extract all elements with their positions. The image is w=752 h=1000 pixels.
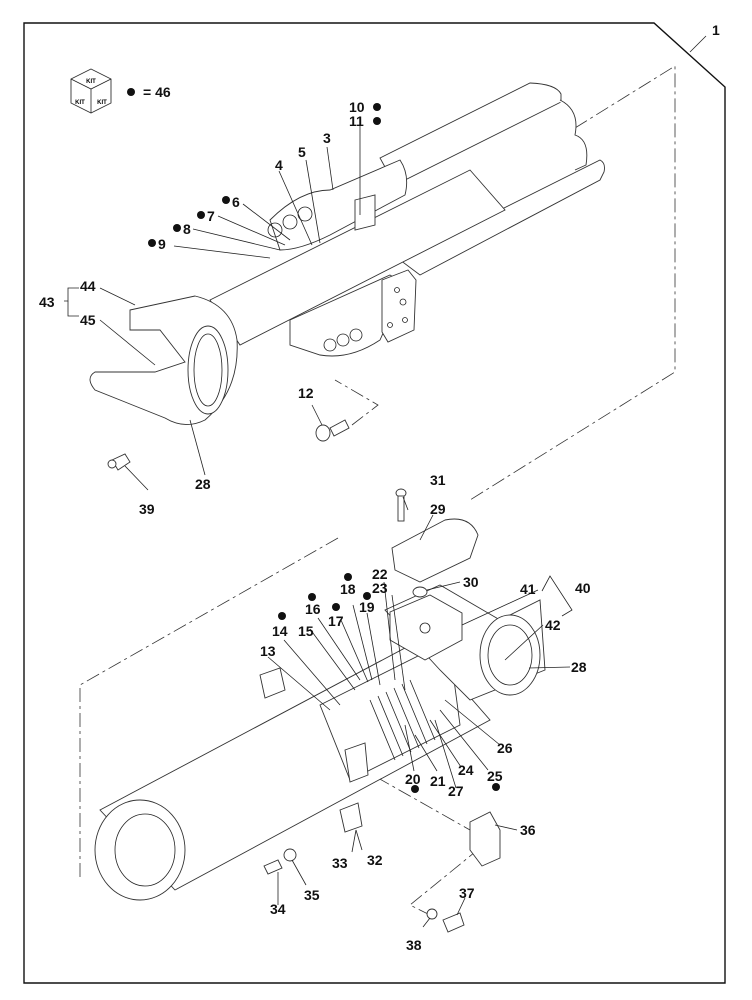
callout-labels: 1 3 4 5 6 7 8 9 10 11 12 13 14 15 16 17 … xyxy=(39,22,720,953)
callout-1: 1 xyxy=(712,22,720,38)
callout-34: 34 xyxy=(270,901,286,917)
kit-bullet-9 xyxy=(148,239,156,247)
callout-27: 27 xyxy=(448,783,464,799)
callout-35: 35 xyxy=(304,887,320,903)
callout-10: 10 xyxy=(349,99,365,115)
callout-7: 7 xyxy=(207,208,215,224)
callout-37: 37 xyxy=(459,885,475,901)
callout-22: 22 xyxy=(372,566,388,582)
bolt-31 xyxy=(395,488,407,522)
piston-rod-assembly xyxy=(89,65,676,501)
callout-26: 26 xyxy=(497,740,513,756)
callout-40: 40 xyxy=(575,580,591,596)
callout-6: 6 xyxy=(232,194,240,210)
bracket-36 xyxy=(469,811,501,867)
kit-icon: KIT KIT KIT xyxy=(70,68,112,114)
kit-bullet-11 xyxy=(373,117,381,125)
bolt-12 xyxy=(315,419,350,442)
callout-11: 11 xyxy=(349,113,364,129)
kit-icon-right-text: KIT xyxy=(97,100,107,106)
bolt-34 xyxy=(263,859,283,875)
callout-21: 21 xyxy=(430,773,446,789)
callout-4: 4 xyxy=(275,157,283,173)
callout-33: 33 xyxy=(332,855,348,871)
callout-24: 24 xyxy=(458,762,474,778)
callout-20: 20 xyxy=(405,771,421,787)
callout-9: 9 xyxy=(158,236,166,252)
kit-bullet-icon xyxy=(127,88,135,96)
callout-14: 14 xyxy=(272,623,288,639)
callout-41: 41 xyxy=(520,581,536,597)
kit-bullet-18 xyxy=(344,573,352,581)
callout-18: 18 xyxy=(340,581,356,597)
kit-bullet-20 xyxy=(411,785,419,793)
callout-28-upper: 28 xyxy=(195,476,211,492)
kit-icon-left-text: KIT xyxy=(75,100,85,106)
callout-29: 29 xyxy=(430,501,446,517)
kit-bullet-6 xyxy=(222,196,230,204)
callout-28-lower: 28 xyxy=(571,659,587,675)
kit-bullet-19 xyxy=(363,592,371,600)
washer-38 xyxy=(426,908,438,920)
kit-bullet-17 xyxy=(332,603,340,611)
kit-bullet-8 xyxy=(173,224,181,232)
kit-bullet-14 xyxy=(278,612,286,620)
kit-bullet-16 xyxy=(308,593,316,601)
kit-legend-label: = 46 xyxy=(143,84,171,100)
kit-bullet-10 xyxy=(373,103,381,111)
callout-30: 30 xyxy=(463,574,479,590)
callout-36: 36 xyxy=(520,822,536,838)
callout-25: 25 xyxy=(487,768,503,784)
cylinder-tube-assembly xyxy=(79,488,546,933)
callout-13: 13 xyxy=(260,643,276,659)
o-ring-30 xyxy=(412,586,428,598)
callout-31: 31 xyxy=(430,472,446,488)
callout-19: 19 xyxy=(359,599,375,615)
kit-bullet-25 xyxy=(492,783,500,791)
diagram-frame xyxy=(23,22,726,984)
callout-15: 15 xyxy=(298,623,314,639)
callout-38: 38 xyxy=(406,937,422,953)
callout-39: 39 xyxy=(139,501,155,517)
callout-3: 3 xyxy=(323,130,331,146)
callout-17: 17 xyxy=(328,613,344,629)
callout-5: 5 xyxy=(298,144,306,160)
callout-12: 12 xyxy=(298,385,314,401)
kit-bullets xyxy=(148,103,500,793)
bolt-37 xyxy=(442,912,465,933)
callout-23: 23 xyxy=(372,580,388,596)
callout-42: 42 xyxy=(545,617,561,633)
kit-icon-top-text: KIT xyxy=(86,79,96,85)
callout-32: 32 xyxy=(367,852,383,868)
callout-8: 8 xyxy=(183,221,191,237)
callout-44: 44 xyxy=(80,278,96,294)
kit-bullet-7 xyxy=(197,211,205,219)
callout-43: 43 xyxy=(39,294,55,310)
callout-45: 45 xyxy=(80,312,96,328)
leader-lines xyxy=(64,35,707,928)
callout-16: 16 xyxy=(305,601,321,617)
washer-35 xyxy=(283,848,297,862)
